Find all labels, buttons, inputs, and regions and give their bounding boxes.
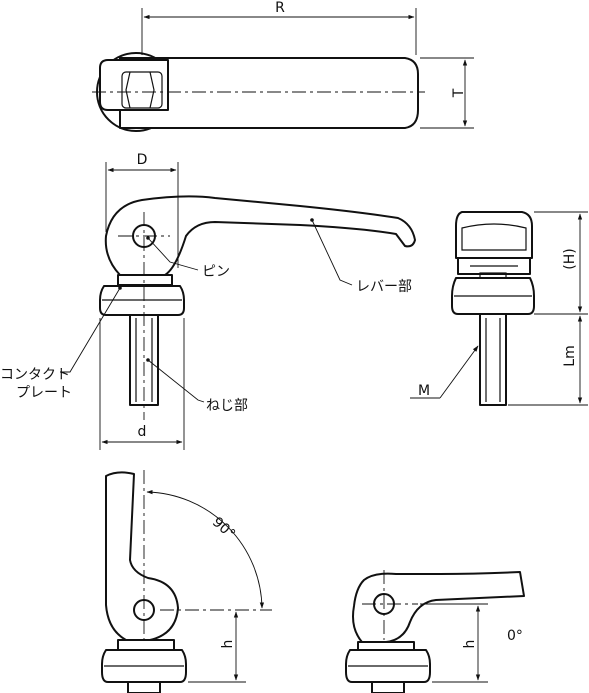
- contact-plate-label-line1: コンタクト: [0, 367, 70, 383]
- m-leader: [439, 345, 479, 399]
- lever-0-body: [352, 571, 525, 643]
- lever-0-washer: [357, 641, 415, 651]
- front-view: D d ピン レバー部 コンタクト プレート ねじ部: [0, 152, 416, 450]
- angle-90-label: 90°: [209, 514, 238, 543]
- lever-0-view: h 0°: [345, 570, 525, 693]
- lever-label: レバー部: [356, 279, 412, 295]
- cam-washer: [117, 274, 173, 286]
- m-label: M: [418, 383, 430, 399]
- pin-leader: [147, 237, 199, 271]
- angle-0-label: 0°: [507, 628, 523, 644]
- lever-leader: [311, 219, 353, 286]
- side-view: (H) Lm M: [410, 211, 588, 406]
- front-view-lever: [104, 195, 416, 276]
- side-view-thread: [479, 313, 507, 406]
- lever-leader-dot: [310, 218, 314, 222]
- thread-label: ねじ部: [206, 398, 248, 414]
- top-view: R T: [92, 0, 474, 132]
- side-view-head-face: [461, 223, 527, 251]
- contact-plate-label-line2: プレート: [16, 385, 72, 401]
- pin-label: ピン: [202, 264, 230, 280]
- lever-90-washer: [117, 639, 175, 651]
- thread-leader: [147, 359, 205, 403]
- pin-leader-dot: [146, 236, 150, 240]
- r-label: R: [275, 0, 285, 16]
- top-view-nut-edge-2: [149, 71, 155, 109]
- lm-label: Lm: [562, 345, 578, 366]
- contact-plate-leader: [60, 287, 121, 373]
- h-paren-label: (H): [562, 248, 578, 269]
- top-view-nut-edge: [125, 71, 131, 109]
- lever-0-stud: [371, 681, 405, 693]
- thread-leader-dot: [146, 358, 150, 362]
- lever-90-stud: [127, 681, 161, 693]
- d-upper-label: D: [137, 152, 148, 168]
- top-view-lever: [119, 57, 419, 129]
- contact-plate-leader-dot: [118, 286, 122, 290]
- side-view-lever-head: [455, 211, 533, 259]
- h-right-label: h: [462, 640, 478, 649]
- h-left-label: h: [220, 640, 236, 649]
- t-label: T: [451, 88, 467, 98]
- top-view-clevis: [99, 59, 169, 111]
- d-lower-label: d: [138, 424, 147, 440]
- top-view-nut: [121, 71, 163, 109]
- lever-90-view: 90° h: [101, 470, 272, 693]
- angle-90-arc: [146, 489, 265, 609]
